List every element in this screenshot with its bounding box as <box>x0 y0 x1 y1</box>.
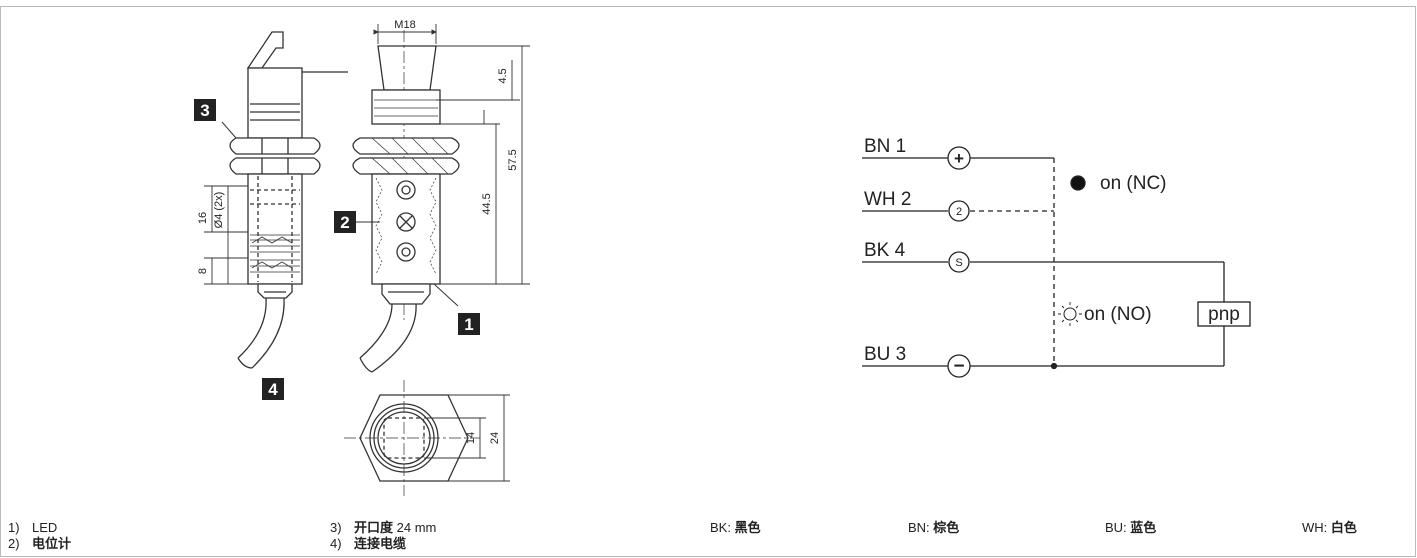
sensor-side-view <box>229 31 348 369</box>
dim-overall-length: 57.5 <box>507 149 519 170</box>
dim-bottom: 8 <box>197 268 209 274</box>
svg-text:4: 4 <box>268 380 278 399</box>
technical-drawing: 16 Ø4 (2x) 8 <box>194 19 1251 496</box>
sensor-front-view <box>352 30 460 373</box>
terminal-s: S <box>955 257 962 269</box>
legend-col-1: 1)LED 2)电位计 <box>8 520 71 552</box>
badge-3: 3 <box>194 99 216 121</box>
wiring-schematic <box>862 146 1251 378</box>
dim-inner-square: 14 <box>465 432 477 444</box>
svg-text:2: 2 <box>340 213 349 232</box>
svg-text:3: 3 <box>200 101 209 120</box>
pnp-label: pnp <box>1208 304 1240 325</box>
legend-item-2: 2)电位计 <box>8 536 72 551</box>
drawing-frame <box>0 6 1416 557</box>
badge-2: 2 <box>334 211 356 233</box>
wire-label-bu3: BU 3 <box>864 344 906 365</box>
sensor-hex-view <box>344 380 480 496</box>
on-no-label: on (NO) <box>1084 304 1152 325</box>
badge-1: 1 <box>458 313 480 335</box>
wire-label-bk4: BK 4 <box>864 240 906 261</box>
color-code-bu: BU: 蓝色 <box>1105 520 1157 535</box>
front-dimensions <box>373 24 530 285</box>
on-nc-label: on (NC) <box>1100 173 1167 194</box>
dim-body-length: 44.5 <box>481 193 493 214</box>
terminal-plus: + <box>954 149 964 168</box>
svg-text:1: 1 <box>464 315 473 334</box>
legend-col-2: 3)开口度 24 mm 4)连接电缆 <box>330 520 436 552</box>
color-code-bn: BN: 棕色 <box>908 520 960 535</box>
legend-item-4: 4)连接电缆 <box>330 536 407 551</box>
legend-item-1: 1)LED <box>8 520 58 535</box>
legend-item-3: 3)开口度 24 mm <box>330 520 437 535</box>
terminal-2: 2 <box>956 206 962 218</box>
badge-leaders <box>221 121 459 307</box>
terminal-minus: − <box>953 356 964 377</box>
dim-hole-spacing: 16 <box>197 212 209 224</box>
color-code-bk: BK: 黑色 <box>710 520 761 535</box>
dim-thread: M18 <box>394 19 415 31</box>
hex-dimensions <box>424 394 510 482</box>
wire-label-wh2: WH 2 <box>864 189 912 210</box>
wire-label-bn1: BN 1 <box>864 136 906 157</box>
dim-hole-diameter: Ø4 (2x) <box>213 192 225 229</box>
dim-top-height: 4.5 <box>497 68 509 83</box>
badge-4: 4 <box>262 378 284 400</box>
dim-across-flats: 24 <box>489 432 501 444</box>
color-code-wh: WH: 白色 <box>1302 520 1357 535</box>
side-dimensions <box>204 185 260 285</box>
